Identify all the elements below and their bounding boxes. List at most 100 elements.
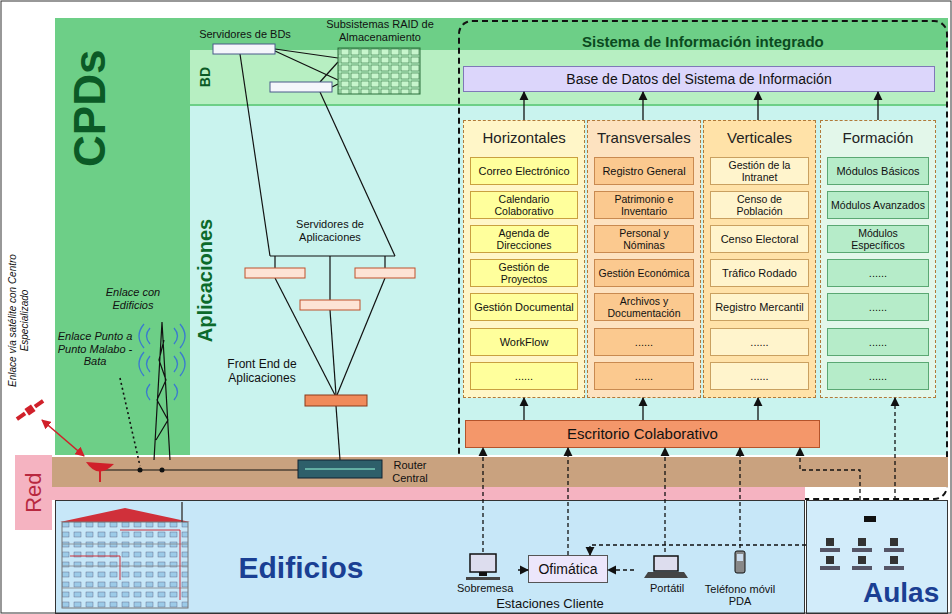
module-box: Registro Mercantil <box>710 293 809 321</box>
node-label: ...... <box>869 336 887 349</box>
node-label: Patrimonio e Inventario <box>598 193 690 217</box>
flow-arrow <box>590 545 806 555</box>
module-box: Gestión Económica <box>594 259 694 287</box>
module-column: VerticalesGestión de la IntranetCenso de… <box>703 120 816 398</box>
part-label: Enlace con Edificios <box>97 286 169 311</box>
module-box: Agenda de Direcciones <box>470 225 578 253</box>
node-label: Calendario Colaborativo <box>474 193 574 217</box>
module-box: Módulos Básicos <box>827 157 929 185</box>
node-label: Base de Datos del Sistema de Información <box>566 71 831 87</box>
part-label: Router Central <box>386 459 434 484</box>
node-label: ...... <box>635 370 653 383</box>
node-label: Sistema de Información integrado <box>582 33 824 50</box>
node-label: Registro Mercantil <box>715 301 804 314</box>
network-strip <box>52 457 948 487</box>
node-label: Formación <box>843 129 914 146</box>
database-box: Base de Datos del Sistema de Información <box>463 66 935 92</box>
module-box: Calendario Colaborativo <box>470 191 578 219</box>
label-holder: Front End de Aplicaciones <box>217 358 307 386</box>
client-devices <box>466 551 745 580</box>
module-box: WorkFlow <box>470 328 578 356</box>
node-label: Aplicaciones <box>194 218 217 341</box>
node-label: Verticales <box>727 129 792 146</box>
node-label: ...... <box>750 336 768 349</box>
node-label: ...... <box>869 301 887 314</box>
module-column: HorizontalesCorreo ElectrónicoCalendario… <box>463 120 585 398</box>
module-box: ...... <box>710 328 809 356</box>
module-box: Correo Electrónico <box>470 157 578 185</box>
network-label-band: Red <box>15 455 52 530</box>
system-boundary: Sistema de Información integradoBase de … <box>458 20 948 500</box>
flow-arrow <box>642 398 643 420</box>
module-column: TransversalesRegistro GeneralPatrimonio … <box>587 120 701 398</box>
module-box: ...... <box>827 362 929 390</box>
part-label: Enlace Punto a Punto Malabo - Bata <box>56 330 134 368</box>
node-label: BD <box>197 67 213 87</box>
node-label: ...... <box>869 267 887 280</box>
label-holder: Router Central <box>386 459 434 484</box>
flow-arrow <box>757 92 758 120</box>
node-label: Tráfico Rodado <box>722 267 797 280</box>
node-label: ...... <box>515 370 533 383</box>
antenna-tower <box>100 322 298 473</box>
classroom <box>820 516 904 570</box>
module-box: ...... <box>470 362 578 390</box>
module-box: Censo Electoral <box>710 225 809 253</box>
node-label: Gestión Económica <box>598 267 689 279</box>
flow-arrow <box>757 398 758 420</box>
module-box: ...... <box>827 328 929 356</box>
module-box: ...... <box>827 293 929 321</box>
node-label: WorkFlow <box>500 336 549 349</box>
module-box: Personal y Nóminas <box>594 225 694 253</box>
flow-arrow <box>523 398 524 420</box>
node-label: Red <box>21 472 46 512</box>
module-box: Gestión de Proyectos <box>470 259 578 287</box>
node-label: Edificios <box>239 551 364 586</box>
label-holder: Subsistemas RAID de Almacenamiento <box>320 18 440 43</box>
node-label: Registro General <box>602 165 685 178</box>
module-box: Tráfico Rodado <box>710 259 809 287</box>
part-label: Enlace vía satélite con Centro Especiali… <box>7 250 30 390</box>
building <box>60 502 190 608</box>
module-column: FormaciónMódulos BásicosMódulos Avanzado… <box>820 120 936 398</box>
flow-arrow <box>894 398 895 500</box>
office-box: Ofimática <box>528 555 608 583</box>
node-label: ...... <box>750 370 768 383</box>
flow-arrow <box>567 448 568 555</box>
flow-arrow <box>482 448 483 552</box>
node-label: Archivos y Documentación <box>598 295 690 319</box>
part-label: Front End de Aplicaciones <box>217 358 307 386</box>
flow-arrow <box>608 569 634 570</box>
node-label: Módulos Específicos <box>831 227 925 251</box>
label-holder: Enlace Punto a Punto Malabo - Bata <box>56 330 134 368</box>
module-box: Gestión Documental <box>470 293 578 321</box>
flow-arrow <box>877 92 878 120</box>
module-box: ...... <box>594 362 694 390</box>
module-box: Módulos Avanzados <box>827 191 929 219</box>
node-label: Horizontales <box>483 129 566 146</box>
node-label: Gestión de Proyectos <box>474 261 574 285</box>
node-label: Agenda de Direcciones <box>474 227 574 251</box>
node-label: Correo Electrónico <box>478 165 569 178</box>
node-label: Gestión de la Intranet <box>714 159 805 183</box>
flow-arrow <box>518 569 528 570</box>
flow-arrow <box>642 92 643 120</box>
node-label: Escritorio Colaborativo <box>567 425 718 442</box>
part-label: Subsistemas RAID de Almacenamiento <box>320 18 440 43</box>
flow-arrow <box>664 448 665 552</box>
label-holder: Enlace con Edificios <box>97 286 169 311</box>
node-label: Módulos Básicos <box>836 165 919 178</box>
node-label: Gestión Documental <box>474 301 574 314</box>
module-box: Censo de Población <box>710 191 809 219</box>
flow-arrow <box>739 448 740 548</box>
module-box: Módulos Específicos <box>827 225 929 253</box>
label-holder: Servidores de Aplicaciones <box>288 218 372 243</box>
satellite-link <box>15 398 114 482</box>
part-label: Servidores de Aplicaciones <box>288 218 372 243</box>
desktop-box: Escritorio Colaborativo <box>465 420 820 448</box>
flow-arrow <box>523 92 524 120</box>
part-label: Servidores de BDs <box>190 28 300 41</box>
module-box: Patrimonio e Inventario <box>594 191 694 219</box>
node-label: Ofimática <box>538 561 597 577</box>
